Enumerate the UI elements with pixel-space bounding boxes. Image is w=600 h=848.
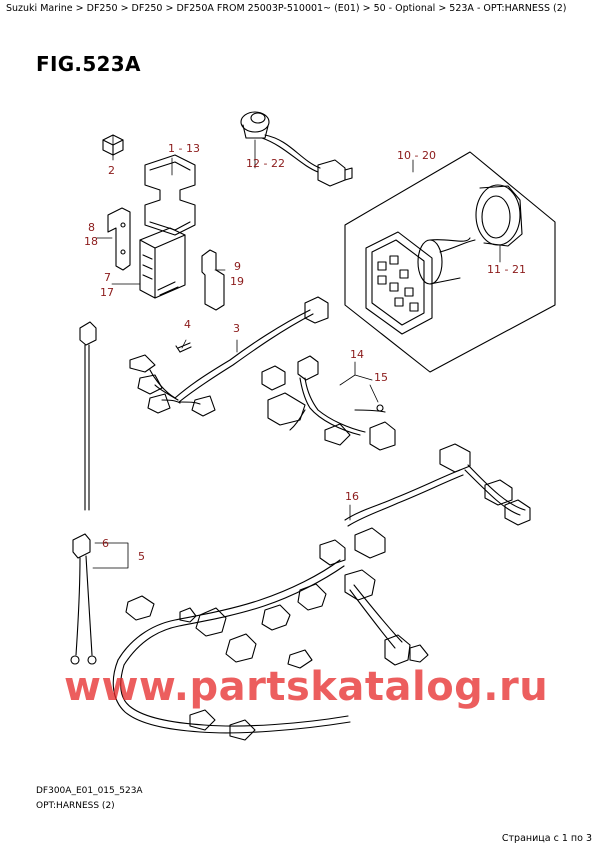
callout-2: 2 bbox=[108, 164, 115, 177]
drawing-code: DF300A_E01_015_523A bbox=[36, 786, 143, 796]
part-11-ring-nut bbox=[475, 184, 523, 247]
parts-diagram: 1 - 13 2 12 - 22 10 - 20 8 18 9 19 7 17 … bbox=[70, 111, 556, 741]
callout-14: 14 bbox=[350, 348, 364, 361]
callout-17: 17 bbox=[100, 286, 114, 299]
part-14-harness bbox=[261, 355, 396, 451]
callout-1-13: 1 - 13 bbox=[168, 142, 200, 155]
breadcrumb: Suzuki Marine > DF250 > DF250 > DF250A F… bbox=[6, 3, 567, 14]
part-16-main-harness bbox=[112, 443, 531, 741]
part-3-harness bbox=[129, 296, 329, 417]
callout-15: 15 bbox=[374, 371, 388, 384]
callout-3: 3 bbox=[233, 322, 240, 335]
page-counter: Страница с 1 по 3 bbox=[501, 833, 592, 844]
callout-8: 8 bbox=[88, 221, 95, 234]
part-6-cable bbox=[70, 321, 97, 665]
callout-5: 5 bbox=[138, 550, 145, 563]
drawing-caption: OPT:HARNESS (2) bbox=[36, 801, 115, 811]
callout-9: 9 bbox=[234, 260, 241, 273]
callout-18: 18 bbox=[84, 235, 98, 248]
callout-19: 19 bbox=[230, 275, 244, 288]
part-7-module bbox=[139, 227, 186, 299]
part-1-bracket bbox=[144, 154, 196, 236]
part-4-screw bbox=[175, 342, 192, 353]
watermark: www.partskatalog.ru bbox=[64, 664, 549, 710]
callout-12-22: 12 - 22 bbox=[246, 157, 285, 170]
callout-6: 6 bbox=[102, 537, 109, 550]
callout-7: 7 bbox=[104, 271, 111, 284]
part-8-clip bbox=[107, 207, 131, 271]
figure-title: FIG.523A bbox=[36, 52, 141, 76]
callout-10-20: 10 - 20 bbox=[397, 149, 436, 162]
part-10-panel-box bbox=[344, 151, 556, 373]
leader-lines bbox=[92, 134, 501, 569]
part-9-bracket bbox=[201, 249, 225, 311]
callout-11-21: 11 - 21 bbox=[487, 263, 526, 276]
callout-16: 16 bbox=[345, 490, 359, 503]
callout-4: 4 bbox=[184, 318, 191, 331]
part-12-sensor bbox=[240, 111, 353, 187]
